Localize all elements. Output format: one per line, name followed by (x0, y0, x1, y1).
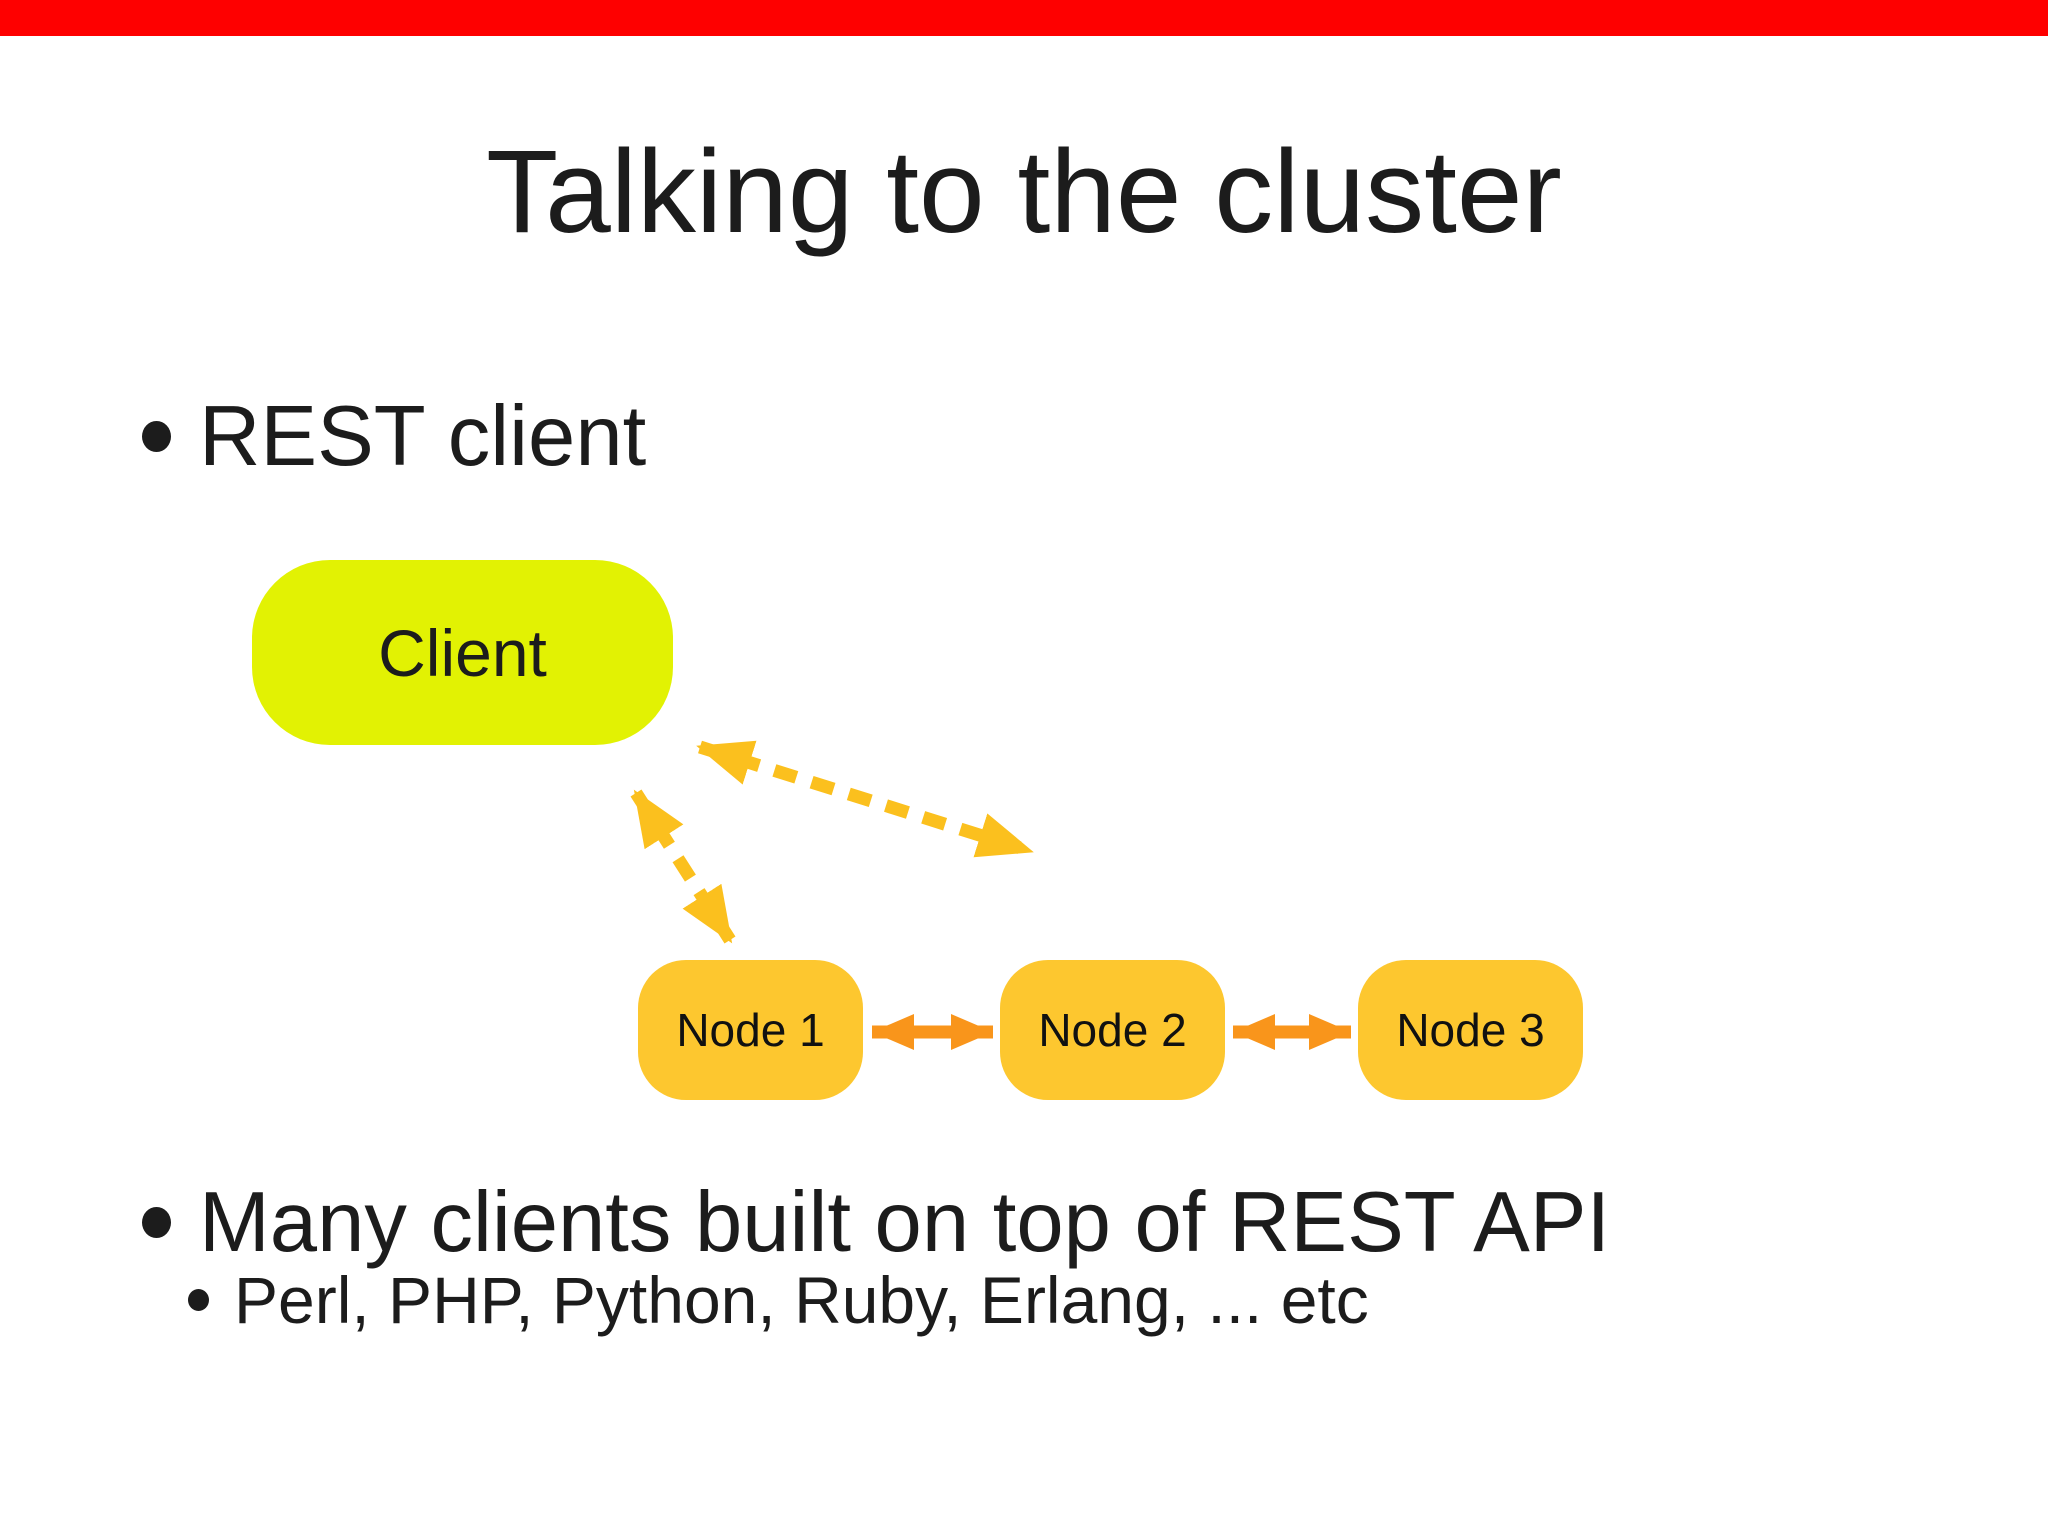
node-3-label: Node 3 (1396, 1004, 1545, 1056)
dashed-arrow-client-node2 (696, 740, 1034, 858)
dashed-arrow-client-node1 (630, 789, 736, 944)
bullet-languages: Perl, PHP, Python, Ruby, Erlang, ... etc (188, 1262, 1369, 1338)
slide-title: Talking to the cluster (486, 126, 1562, 258)
bullet-marker (142, 421, 171, 452)
client-node-label: Client (378, 615, 547, 690)
bullet-text: Many clients built on top of REST API (199, 1175, 1611, 1270)
node-2-label: Node 2 (1038, 1004, 1187, 1056)
bullet-marker (188, 1289, 209, 1311)
bullet-text: REST client (199, 389, 647, 484)
bullet-marker (142, 1207, 171, 1238)
client-node-shape: Client (252, 560, 673, 745)
node-3-shape: Node 3 (1358, 960, 1583, 1100)
node-1-label: Node 1 (676, 1004, 825, 1056)
top-red-progress-bar (0, 0, 2048, 36)
bullet-text: Perl, PHP, Python, Ruby, Erlang, ... etc (234, 1263, 1369, 1337)
node-1-shape: Node 1 (638, 960, 863, 1100)
node-2-shape: Node 2 (1000, 960, 1225, 1100)
bullet-many-clients: Many clients built on top of REST API (142, 1175, 1610, 1270)
bullet-rest-client: REST client (142, 389, 646, 484)
